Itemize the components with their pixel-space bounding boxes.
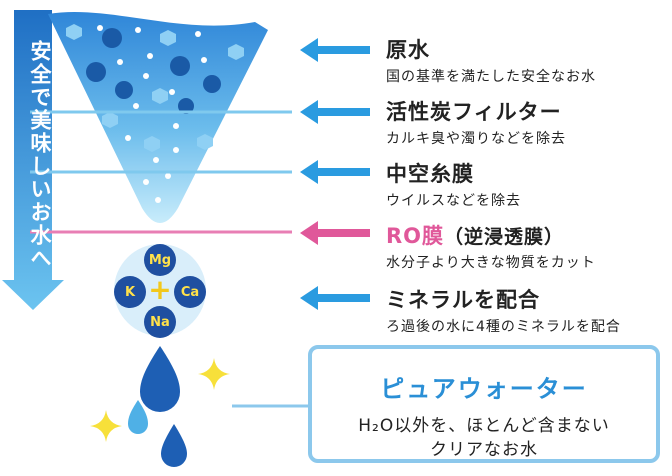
germ-particle (115, 81, 133, 99)
ro-membrane-sub: （逆浸透膜） (444, 226, 565, 248)
mineral-plus: + (148, 273, 172, 306)
pure-water-callout: ピュアウォーター H₂O以外を、ほとんど含まない クリアなお水 (308, 345, 660, 463)
sparkle-icon (198, 358, 230, 390)
ro-membrane-label: RO膜 (386, 224, 445, 248)
mineral-mg: Mg (144, 244, 176, 276)
water-drop-icon (140, 346, 180, 412)
stage-desc-carbon: カルキ臭や濁りなどを除去 (386, 131, 566, 147)
stage-title-carbon: 活性炭フィルター (386, 100, 562, 124)
germ-particle (170, 56, 190, 76)
stage-desc-hollow-fiber: ウイルスなどを除去 (386, 193, 521, 209)
impurity-particles (66, 24, 244, 203)
hexagon-particle (228, 44, 244, 60)
arrow-left-icon (300, 286, 370, 310)
side-label: 安全で美味しいお水へ (28, 40, 52, 270)
sparkle-icon (90, 410, 122, 442)
stage-title-raw-water: 原水 (386, 38, 430, 62)
side-arrow (2, 10, 64, 310)
arrow-left-icon (300, 100, 370, 124)
hexagon-particle (197, 134, 213, 150)
germ-particle (102, 28, 122, 48)
germ-particle (86, 62, 106, 82)
stage-title-ro: RO膜（逆浸透膜） (386, 220, 564, 250)
stage-desc-ro: 水分子より大きな物質をカット (386, 255, 596, 271)
hexagon-particle (102, 112, 118, 128)
germ-particle (203, 75, 221, 93)
pure-water-title: ピュアウォーター (380, 375, 588, 403)
water-drop-icon (128, 400, 148, 434)
stage-desc-mineral: ろ過後の水に4種のミネラルを配合 (386, 319, 621, 335)
mineral-na: Na (144, 306, 176, 338)
water-drop-icon (161, 424, 187, 467)
germ-particle (178, 98, 194, 114)
hexagon-particle (66, 24, 82, 40)
mineral-ca: Ca (174, 276, 206, 308)
funnel-shape (48, 12, 268, 224)
stage-arrows (300, 38, 370, 310)
hexagon-particle (160, 30, 176, 46)
pure-water-line1: H₂O以外を、ほとんど含まない (358, 416, 610, 436)
stage-title-mineral: ミネラルを配合 (386, 288, 540, 312)
stage-desc-raw-water: 国の基準を満たした安全なお水 (386, 69, 596, 85)
arrow-left-icon (300, 38, 370, 62)
pure-water-line2: クリアなお水 (430, 440, 538, 460)
hexagon-particle (144, 136, 160, 152)
mineral-k: K (114, 276, 146, 308)
arrow-left-icon (300, 160, 370, 184)
hexagon-particle (152, 88, 168, 104)
stage-title-hollow-fiber: 中空糸膜 (386, 162, 474, 186)
mineral-halo (114, 244, 206, 336)
arrow-left-icon (300, 221, 370, 245)
